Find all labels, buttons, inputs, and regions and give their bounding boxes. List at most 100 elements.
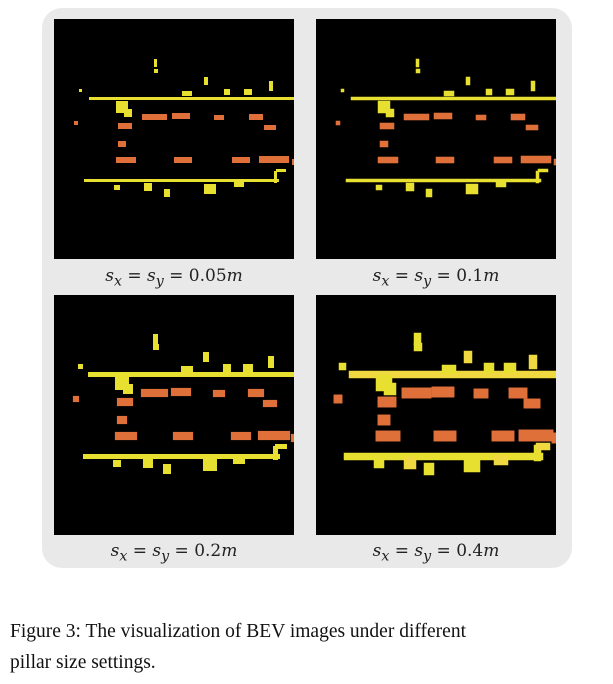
road-point-cluster: [79, 89, 82, 92]
road-point-cluster: [203, 459, 217, 471]
road-point-cluster: [84, 179, 279, 182]
road-point-cluster: [88, 372, 294, 377]
road-point-cluster: [154, 69, 158, 73]
car-point-cluster: [520, 155, 552, 164]
road-point-cluster: [530, 80, 536, 92]
road-point-cluster: [244, 89, 252, 95]
road-point-cluster: [465, 76, 471, 86]
car-point-cluster: [170, 387, 192, 397]
road-point-cluster: [163, 464, 171, 474]
bev-scene-p02: [72, 334, 294, 474]
car-point-cluster: [433, 112, 453, 120]
bev-caption-0.4m: sx = sy = 0.4m: [372, 541, 500, 565]
road-point-cluster: [465, 183, 479, 195]
bev-image-0.05m: [54, 19, 294, 259]
road-point-cluster: [383, 382, 397, 396]
road-point-cluster: [441, 364, 457, 375]
road-point-cluster: [345, 178, 542, 183]
road-point-cluster: [276, 169, 286, 172]
road-point-cluster: [385, 108, 395, 118]
road-point-cluster: [224, 89, 230, 95]
road-point-cluster: [503, 362, 517, 374]
road-point-cluster: [413, 342, 423, 352]
car-point-cluster: [518, 429, 554, 442]
road-point-cluster: [83, 454, 280, 459]
road-point-cluster: [124, 109, 132, 117]
road-point-cluster: [269, 81, 273, 91]
road-point-cluster: [415, 58, 420, 68]
car-point-cluster: [230, 431, 252, 441]
road-point-cluster: [373, 458, 385, 469]
road-point-cluster: [423, 462, 435, 476]
figure-caption-line-1: Figure 3: The visualization of BEV image…: [10, 621, 466, 642]
road-point-cluster: [537, 168, 549, 173]
car-point-cluster: [333, 394, 343, 404]
car-point-cluster: [259, 156, 289, 163]
car-point-cluster: [401, 387, 432, 399]
car-point-cluster: [403, 113, 430, 121]
road-point-cluster: [153, 334, 158, 344]
road-point-cluster: [113, 460, 121, 467]
road-point-cluster: [403, 456, 417, 470]
bev-image-0.4m: [316, 295, 556, 535]
road-point-cluster: [338, 362, 347, 371]
road-point-cluster: [343, 452, 544, 461]
car-point-cluster: [510, 113, 526, 121]
car-point-cluster: [290, 433, 294, 443]
car-point-cluster: [174, 157, 192, 163]
road-point-cluster: [495, 180, 507, 188]
road-point-cluster: [243, 364, 253, 372]
road-point-cluster: [114, 185, 120, 190]
car-point-cluster: [553, 158, 556, 166]
car-point-cluster: [377, 414, 391, 426]
road-point-cluster: [274, 171, 277, 183]
car-point-cluster: [525, 124, 539, 131]
road-point-cluster: [535, 170, 540, 184]
road-point-cluster: [415, 68, 421, 74]
road-point-cluster: [350, 96, 556, 101]
car-point-cluster: [116, 415, 128, 425]
road-point-cluster: [340, 88, 345, 93]
car-point-cluster: [523, 398, 541, 409]
car-point-cluster: [473, 388, 489, 399]
road-point-cluster: [223, 364, 231, 372]
bev-scene-p04: [333, 332, 556, 476]
car-point-cluster: [116, 157, 136, 163]
bev-scene-p01: [335, 58, 556, 198]
bev-caption-0.2m: sx = sy = 0.2m: [110, 541, 238, 565]
road-point-cluster: [533, 444, 542, 462]
road-point-cluster: [505, 88, 515, 96]
road-point-cluster: [528, 354, 538, 370]
car-point-cluster: [172, 431, 194, 441]
bev-image-0.1m: [316, 19, 556, 259]
road-point-cluster: [275, 444, 287, 449]
car-point-cluster: [118, 141, 126, 147]
road-point-cluster: [144, 183, 152, 191]
car-point-cluster: [379, 140, 389, 148]
road-point-cluster: [78, 364, 83, 369]
bev-image-0.2m: [54, 295, 294, 535]
car-point-cluster: [435, 156, 455, 164]
road-point-cluster: [233, 456, 245, 464]
road-point-cluster: [348, 370, 556, 379]
car-point-cluster: [475, 114, 487, 121]
car-point-cluster: [116, 397, 134, 407]
car-point-cluster: [262, 399, 278, 408]
road-point-cluster: [204, 77, 208, 85]
car-point-cluster: [377, 156, 399, 164]
road-point-cluster: [405, 182, 415, 192]
road-point-cluster: [273, 446, 278, 460]
road-point-cluster: [203, 352, 209, 362]
road-point-cluster: [181, 366, 193, 373]
car-point-cluster: [379, 122, 395, 130]
road-point-cluster: [204, 184, 216, 194]
bev-caption-0.05m: sx = sy = 0.05m: [105, 266, 243, 290]
car-point-cluster: [247, 388, 265, 398]
road-point-cluster: [153, 344, 159, 350]
road-point-cluster: [493, 454, 509, 466]
car-point-cluster: [257, 430, 291, 441]
road-point-cluster: [164, 189, 170, 197]
car-point-cluster: [232, 157, 250, 163]
road-point-cluster: [483, 362, 495, 374]
car-point-cluster: [118, 123, 132, 129]
